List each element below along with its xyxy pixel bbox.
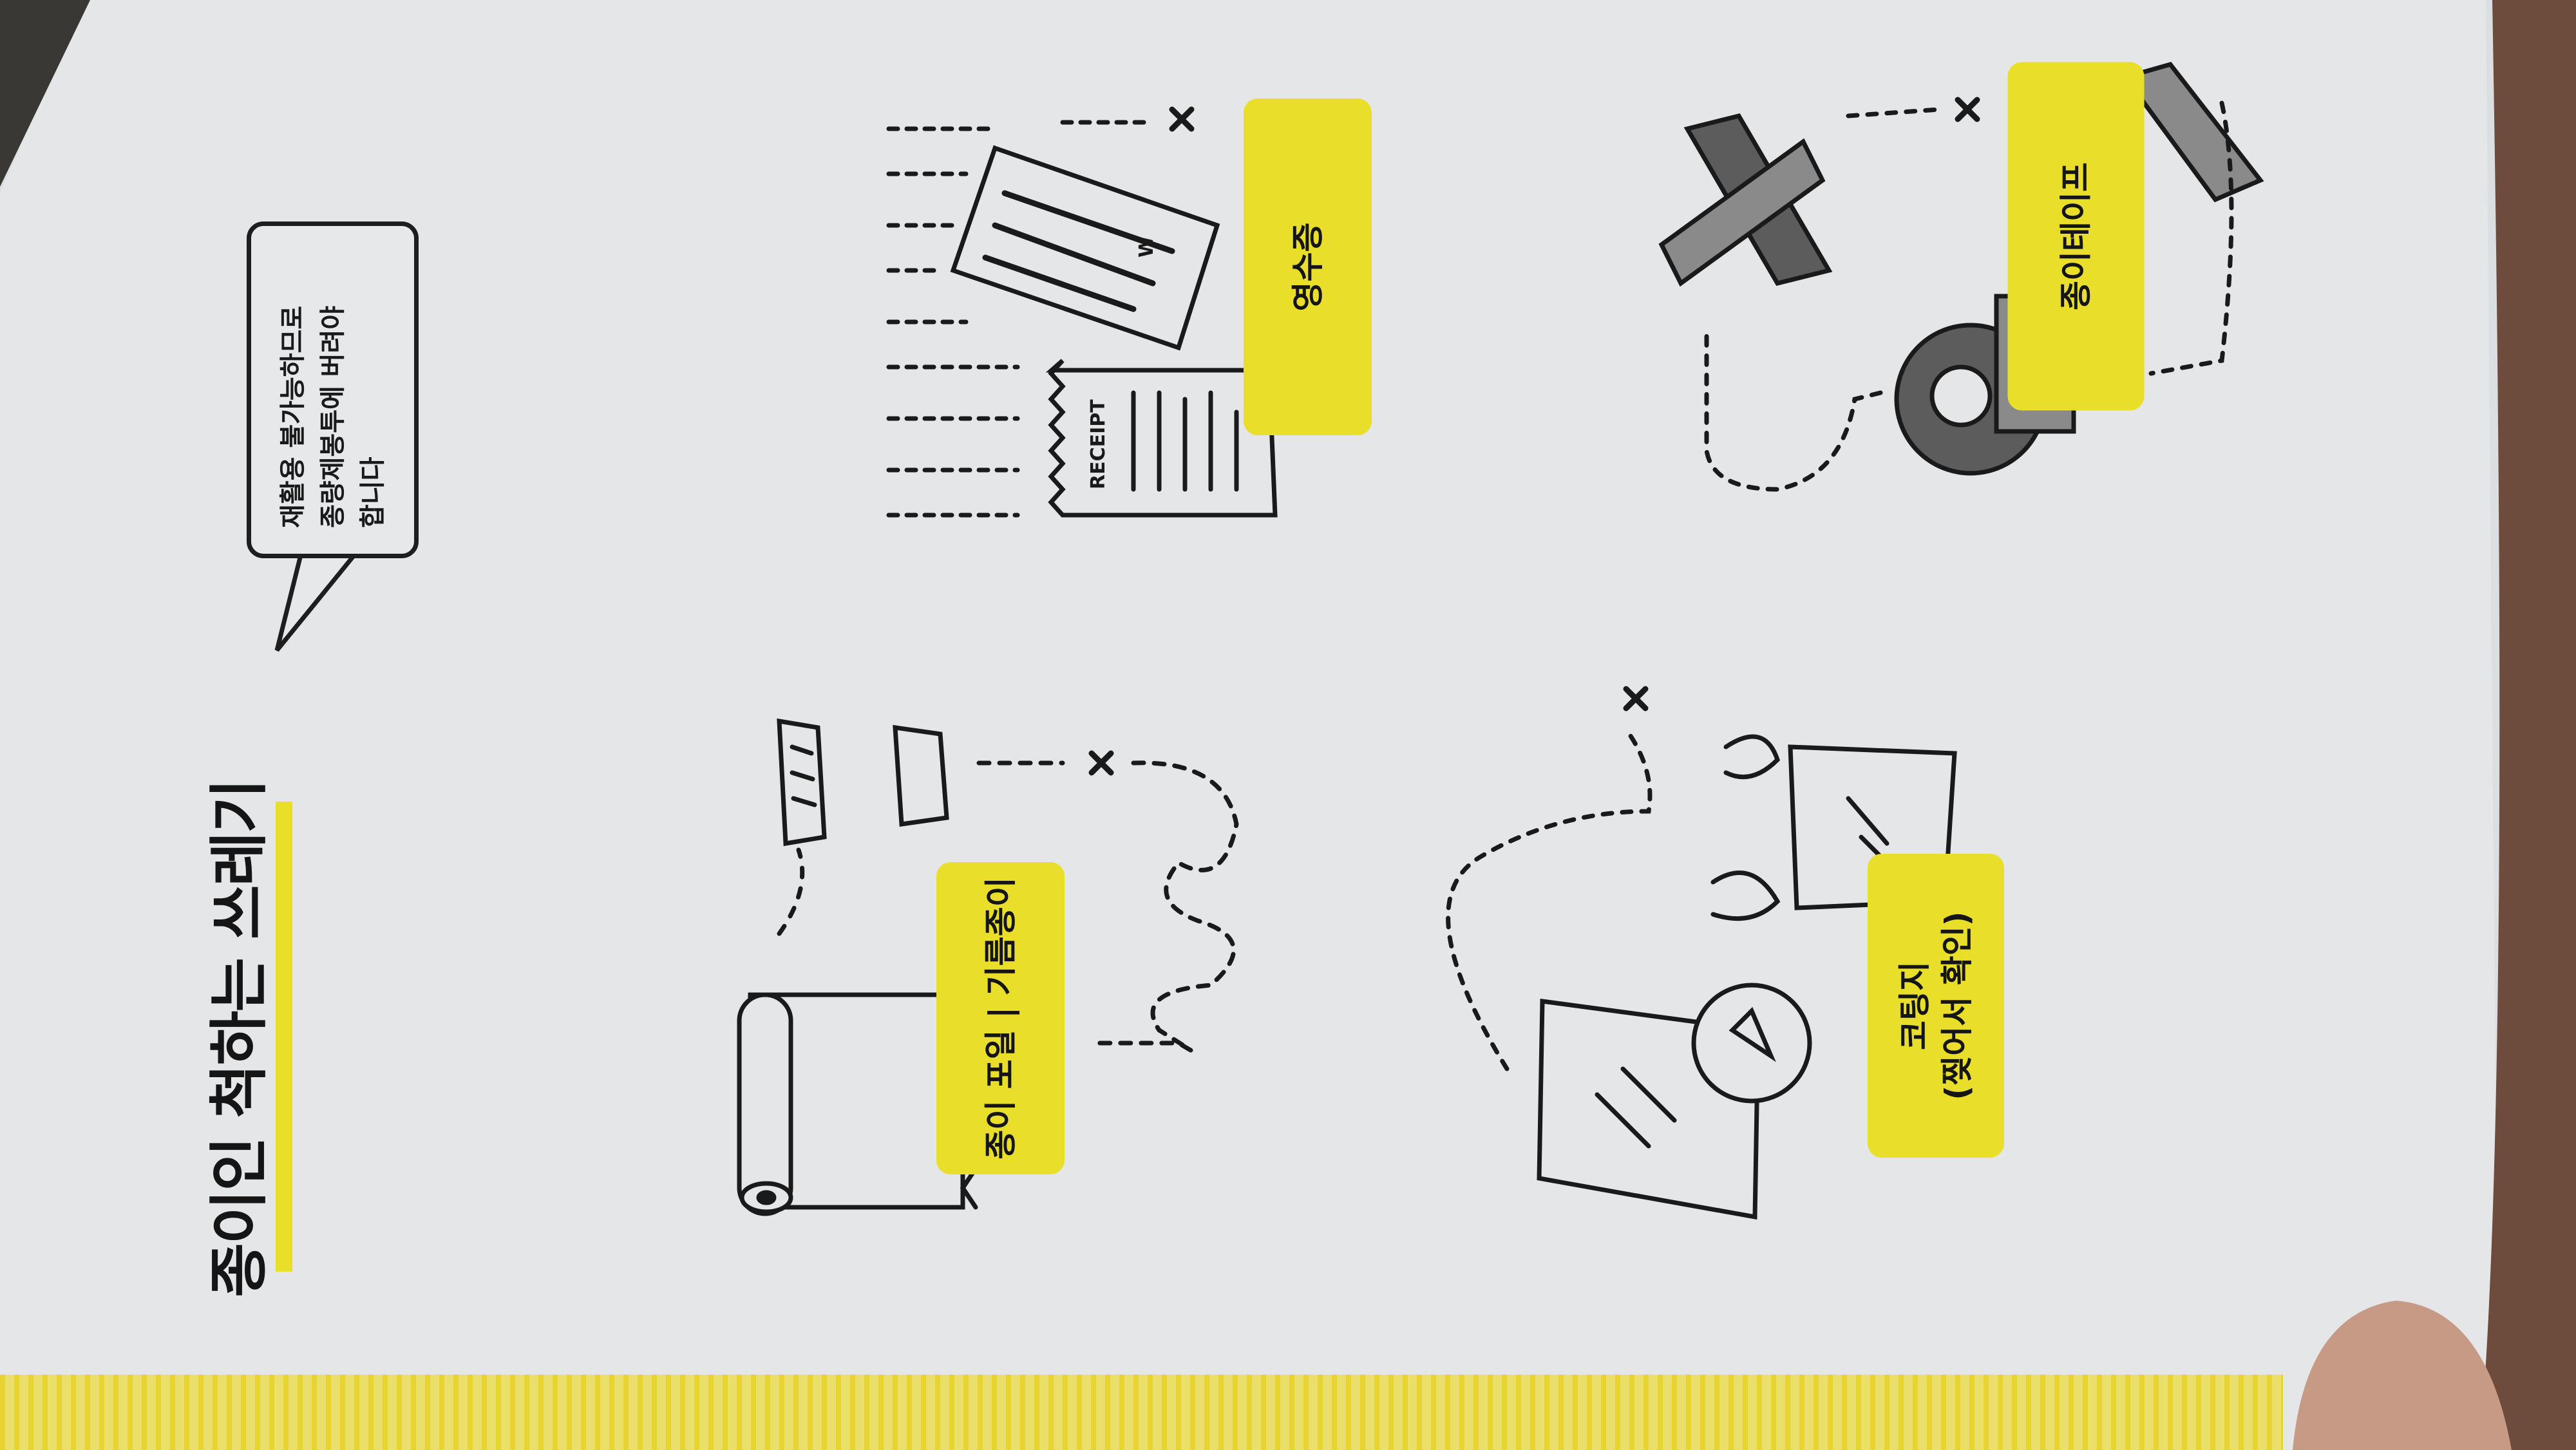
- yellow-stripe-border: [0, 1375, 2283, 1450]
- dashed-lines: [886, 120, 1149, 518]
- label-paper-foil: 종이 포일 | 기름종이: [936, 862, 1065, 1174]
- thumb: [2293, 1301, 2512, 1450]
- dashed-path: [777, 847, 805, 936]
- label-paper-tape: 종이테이프: [2007, 62, 2145, 411]
- x-mark-icon: [1169, 106, 1195, 132]
- dashed-path: [976, 760, 1239, 1053]
- dashed-path: [1446, 731, 1653, 1071]
- label-subtext: (찢어서 확인): [1938, 911, 1976, 1100]
- label-receipt: 영수증: [1244, 99, 1372, 435]
- label-text: 종이 포일 | 기름종이: [981, 877, 1019, 1160]
- dashed-path: [1704, 100, 2234, 492]
- coated-paper-icon: [1537, 734, 1957, 1220]
- x-mark-icon: [1623, 686, 1649, 711]
- bubble-line: 종량제봉투에 버려야: [317, 305, 348, 528]
- bubble-line: 재활용 불가능하므로: [278, 305, 308, 528]
- page-title: 종이인 척하는 쓰레기: [204, 780, 274, 1297]
- label-coated-paper: 코팅지 (찢어서 확인): [1868, 854, 2004, 1158]
- hand-edge: [2479, 0, 2576, 1450]
- paper-foil-roll-icon: [737, 992, 979, 1216]
- label-text: 코팅지: [1896, 961, 1933, 1050]
- bubble-line: 합니다: [357, 457, 388, 528]
- receipt-icon: [950, 145, 1293, 518]
- title-underline: [276, 802, 292, 1272]
- receipt-text: RECEIPT: [1087, 399, 1110, 489]
- x-mark-icon: [1088, 750, 1114, 776]
- label-text: 종이테이프: [2057, 162, 2095, 310]
- speech-bubble: 재활용 불가능하므로 종량제봉투에 버려야 합니다: [247, 221, 419, 558]
- x-mark-icon: [1955, 97, 1980, 122]
- page-corner-shadow: [0, 0, 90, 187]
- label-text: 영수증: [1289, 222, 1327, 312]
- muffin-cup-icon: [777, 718, 949, 847]
- receipt-mark: W: [1135, 236, 1158, 258]
